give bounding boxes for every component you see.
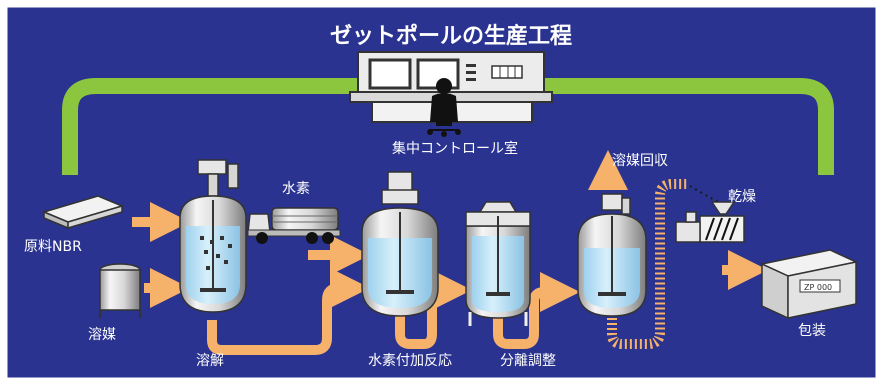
separation-flow-pipe — [493, 272, 580, 349]
solvent-recovery-label: 溶媒回収 — [612, 153, 668, 169]
package-box: ZP 000 — [759, 249, 859, 320]
hydrogen-truck — [247, 207, 341, 244]
raw-material-label: 原料NBR — [24, 239, 82, 255]
dissolution-vessel — [179, 159, 247, 313]
nbr-slab — [41, 195, 125, 230]
control-console — [349, 51, 553, 137]
hydrogenation-label: 水素付加反応 — [368, 353, 452, 369]
diagram-title: ゼットポールの生産工程 — [330, 24, 573, 49]
dry-powder-trail — [689, 185, 723, 205]
solvent-tank — [99, 263, 141, 318]
control-room-label: 集中コントロール室 — [392, 141, 518, 157]
hydrogenation-vessel — [361, 171, 439, 317]
dryer-machine — [675, 201, 745, 243]
separation-label: 分離調整 — [500, 353, 556, 369]
hydrogen-label: 水素 — [282, 181, 310, 197]
dissolve-flow-pipe — [207, 268, 370, 355]
drying-label: 乾燥 — [728, 189, 756, 205]
separation-vessel — [465, 201, 531, 326]
dissolution-label: 溶解 — [196, 353, 224, 369]
svg-text:ZP 000: ZP 000 — [804, 283, 832, 292]
solvent-label: 溶媒 — [88, 327, 116, 343]
packaging-label: 包装 — [798, 323, 826, 339]
recovery-vessel — [577, 193, 647, 317]
